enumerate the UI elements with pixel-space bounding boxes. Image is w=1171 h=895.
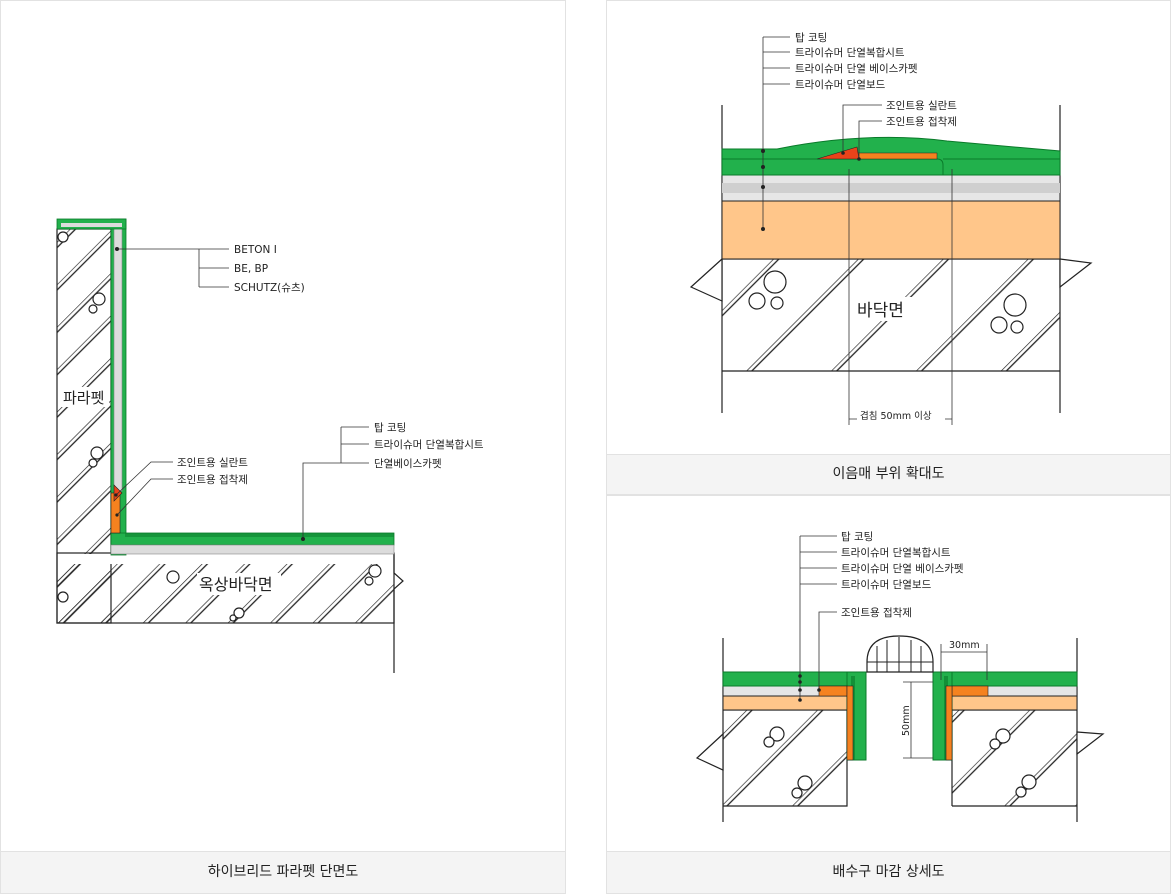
seam-detail-panel: 탑 코팅 트라이슈머 단열복합시트 트라이슈머 단열 베이스카펫 트라이슈머 단… [606,0,1171,495]
caption-seam-detail: 이음매 부위 확대도 [607,454,1170,494]
concrete-right [952,710,1077,806]
floor-label: 옥상바닥면 [199,575,273,594]
dimension-lines [903,644,988,759]
callout-base-carpet: 트라이슈머 단열 베이스카펫 [841,563,964,575]
seam-sealant [816,146,860,160]
callout-joint-sealant: 조인트용 실란트 [886,100,957,112]
caption-drain-detail: 배수구 마감 상세도 [607,851,1170,893]
callout-top-coating: 탑 코팅 [795,32,827,44]
callout-insulation-board: 트라이슈머 단열보드 [841,579,932,591]
callout-beton: BETON I [234,244,277,256]
callout-schutz: SCHUTZ(슈츠) [234,282,305,294]
callout-composite-sheet: 트라이슈머 단열복합시트 [795,47,905,59]
aggregate-stones [57,231,382,622]
callout-base-carpet: 단열베이스카펫 [374,458,442,470]
aggregate-stones [763,726,1037,799]
seam-adhesive [856,152,938,160]
drain-adhesive-right [945,685,953,761]
callout-top-coating: 탑 코팅 [841,531,873,543]
wall-layer-gray [113,222,123,492]
callout-composite-sheet: 트라이슈머 단열복합시트 [841,547,951,559]
wall-label: 파라펫 [63,389,104,407]
dimension-30mm: 30mm [949,640,980,651]
callout-joint-sealant: 조인트용 실란트 [177,457,248,469]
drain-detail-panel: 탑 코팅 트라이슈머 단열복합시트 트라이슈머 단열 베이스카펫 트라이슈머 단… [606,495,1171,894]
callout-joint-adhesive: 조인트용 접착제 [841,607,912,619]
insulation-board-left [722,695,848,711]
callout-be-bp: BE, BP [234,263,268,275]
callout-composite-sheet: 트라이슈머 단열복합시트 [374,439,484,451]
floor-base-carpet [110,544,395,555]
insulation-board-right [951,695,1078,711]
drain-adhesive-left [846,685,854,761]
overlap-dimension: 겹침 50mm 이상 [860,410,932,422]
callout-top-coating: 탑 코팅 [374,422,406,434]
aggregate-stones [748,270,1027,334]
dimension-50mm: 50mm [901,705,912,736]
callout-base-carpet: 트라이슈머 단열 베이스카펫 [795,63,918,75]
drain-detail-diagram: 탑 코팅 트라이슈머 단열복합시트 트라이슈머 단열 베이스카펫 트라이슈머 단… [695,531,1105,822]
insulation-board [721,200,1061,260]
leader-lines [115,248,369,539]
seam-detail-diagram: 탑 코팅 트라이슈머 단열복합시트 트라이슈머 단열 베이스카펫 트라이슈머 단… [689,32,1093,425]
callout-joint-adhesive: 조인트용 접착제 [886,116,957,128]
leader-lines [799,535,837,700]
break-mark [393,553,404,673]
break-mark-right [1059,258,1093,289]
callout-joint-adhesive: 조인트용 접착제 [177,474,248,486]
break-mark-left [689,257,723,302]
drain-grate [866,635,934,673]
concrete-left [723,710,847,806]
parapet-section-panel: BETON I BE, BP SCHUTZ(슈츠) 조인트용 실란트 조인트용 … [0,0,566,894]
caption-parapet: 하이브리드 파라펫 단면도 [1,851,565,893]
callout-insulation-board: 트라이슈머 단열보드 [795,79,886,91]
parapet-section-diagram: BETON I BE, BP SCHUTZ(슈츠) 조인트용 실란트 조인트용 … [56,218,484,673]
floor-label: 바닥면 [857,301,904,321]
